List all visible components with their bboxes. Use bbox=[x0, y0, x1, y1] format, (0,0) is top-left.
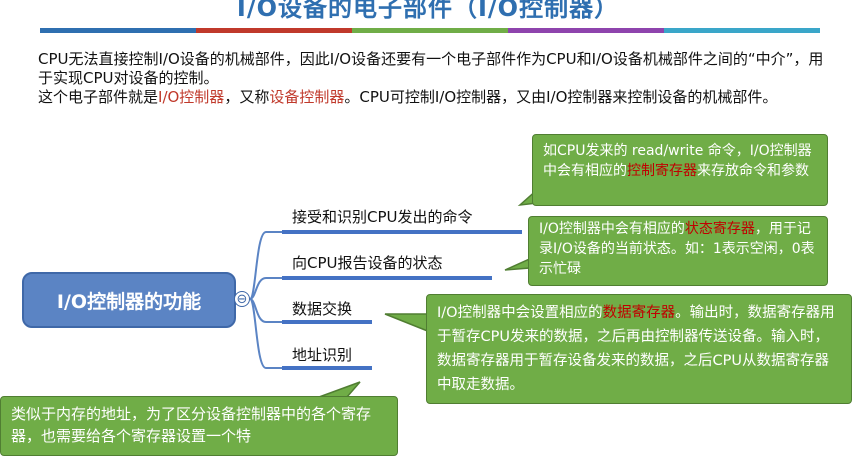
highlight-control-register: 控制寄存器 bbox=[627, 163, 697, 179]
highlight-data-register: 数据寄存器 bbox=[602, 305, 676, 321]
highlight-status-register: 状态寄存器 bbox=[684, 221, 755, 237]
callout-data-register: I/O控制器中会设置相应的数据寄存器。输出时，数据寄存器用于暂存CPU发来的数据… bbox=[426, 294, 852, 404]
branch-receive-command: 接受和识别CPU发出的命令 bbox=[292, 208, 473, 226]
branch-data-exchange: 数据交换 bbox=[292, 300, 353, 318]
intro-paragraph-2: 这个电子部件就是I/O控制器，又称设备控制器。CPU可控制I/O控制器，又由I/… bbox=[38, 88, 778, 106]
branch-underline bbox=[282, 366, 372, 370]
page-title: I/O设备的电子部件（I/O控制器） bbox=[236, 0, 620, 22]
branch-underline bbox=[282, 230, 522, 234]
title-divider bbox=[40, 28, 820, 33]
highlight-io-controller: I/O控制器 bbox=[158, 88, 225, 106]
branch-underline bbox=[282, 276, 492, 280]
branch-underline bbox=[282, 320, 372, 324]
callout-address-register: 类似于内存的地址，为了区分设备控制器中的各个寄存器，也需要给各个寄存器设置一个特 bbox=[0, 396, 398, 456]
branch-address-recognition: 地址识别 bbox=[292, 346, 353, 364]
callout-status-register: I/O控制器中会有相应的状态寄存器，用于记录I/O设备的当前状态。如：1表示空闲… bbox=[528, 216, 828, 286]
branch-report-status: 向CPU报告设备的状态 bbox=[292, 254, 443, 272]
intro-paragraph-1: CPU无法直接控制I/O设备的机械部件，因此I/O设备还要有一个电子部件作为CP… bbox=[38, 50, 824, 87]
highlight-device-controller: 设备控制器 bbox=[269, 88, 345, 106]
collapse-toggle[interactable]: ⊖ bbox=[234, 291, 250, 307]
callout-control-register: 如CPU发来的 read/write 命令，I/O控制器中会有相应的控制寄存器来… bbox=[532, 134, 828, 206]
intro-text: CPU无法直接控制I/O设备的机械部件，因此I/O设备还要有一个电子部件作为CP… bbox=[38, 50, 838, 107]
central-node: I/O控制器的功能 bbox=[22, 272, 236, 328]
